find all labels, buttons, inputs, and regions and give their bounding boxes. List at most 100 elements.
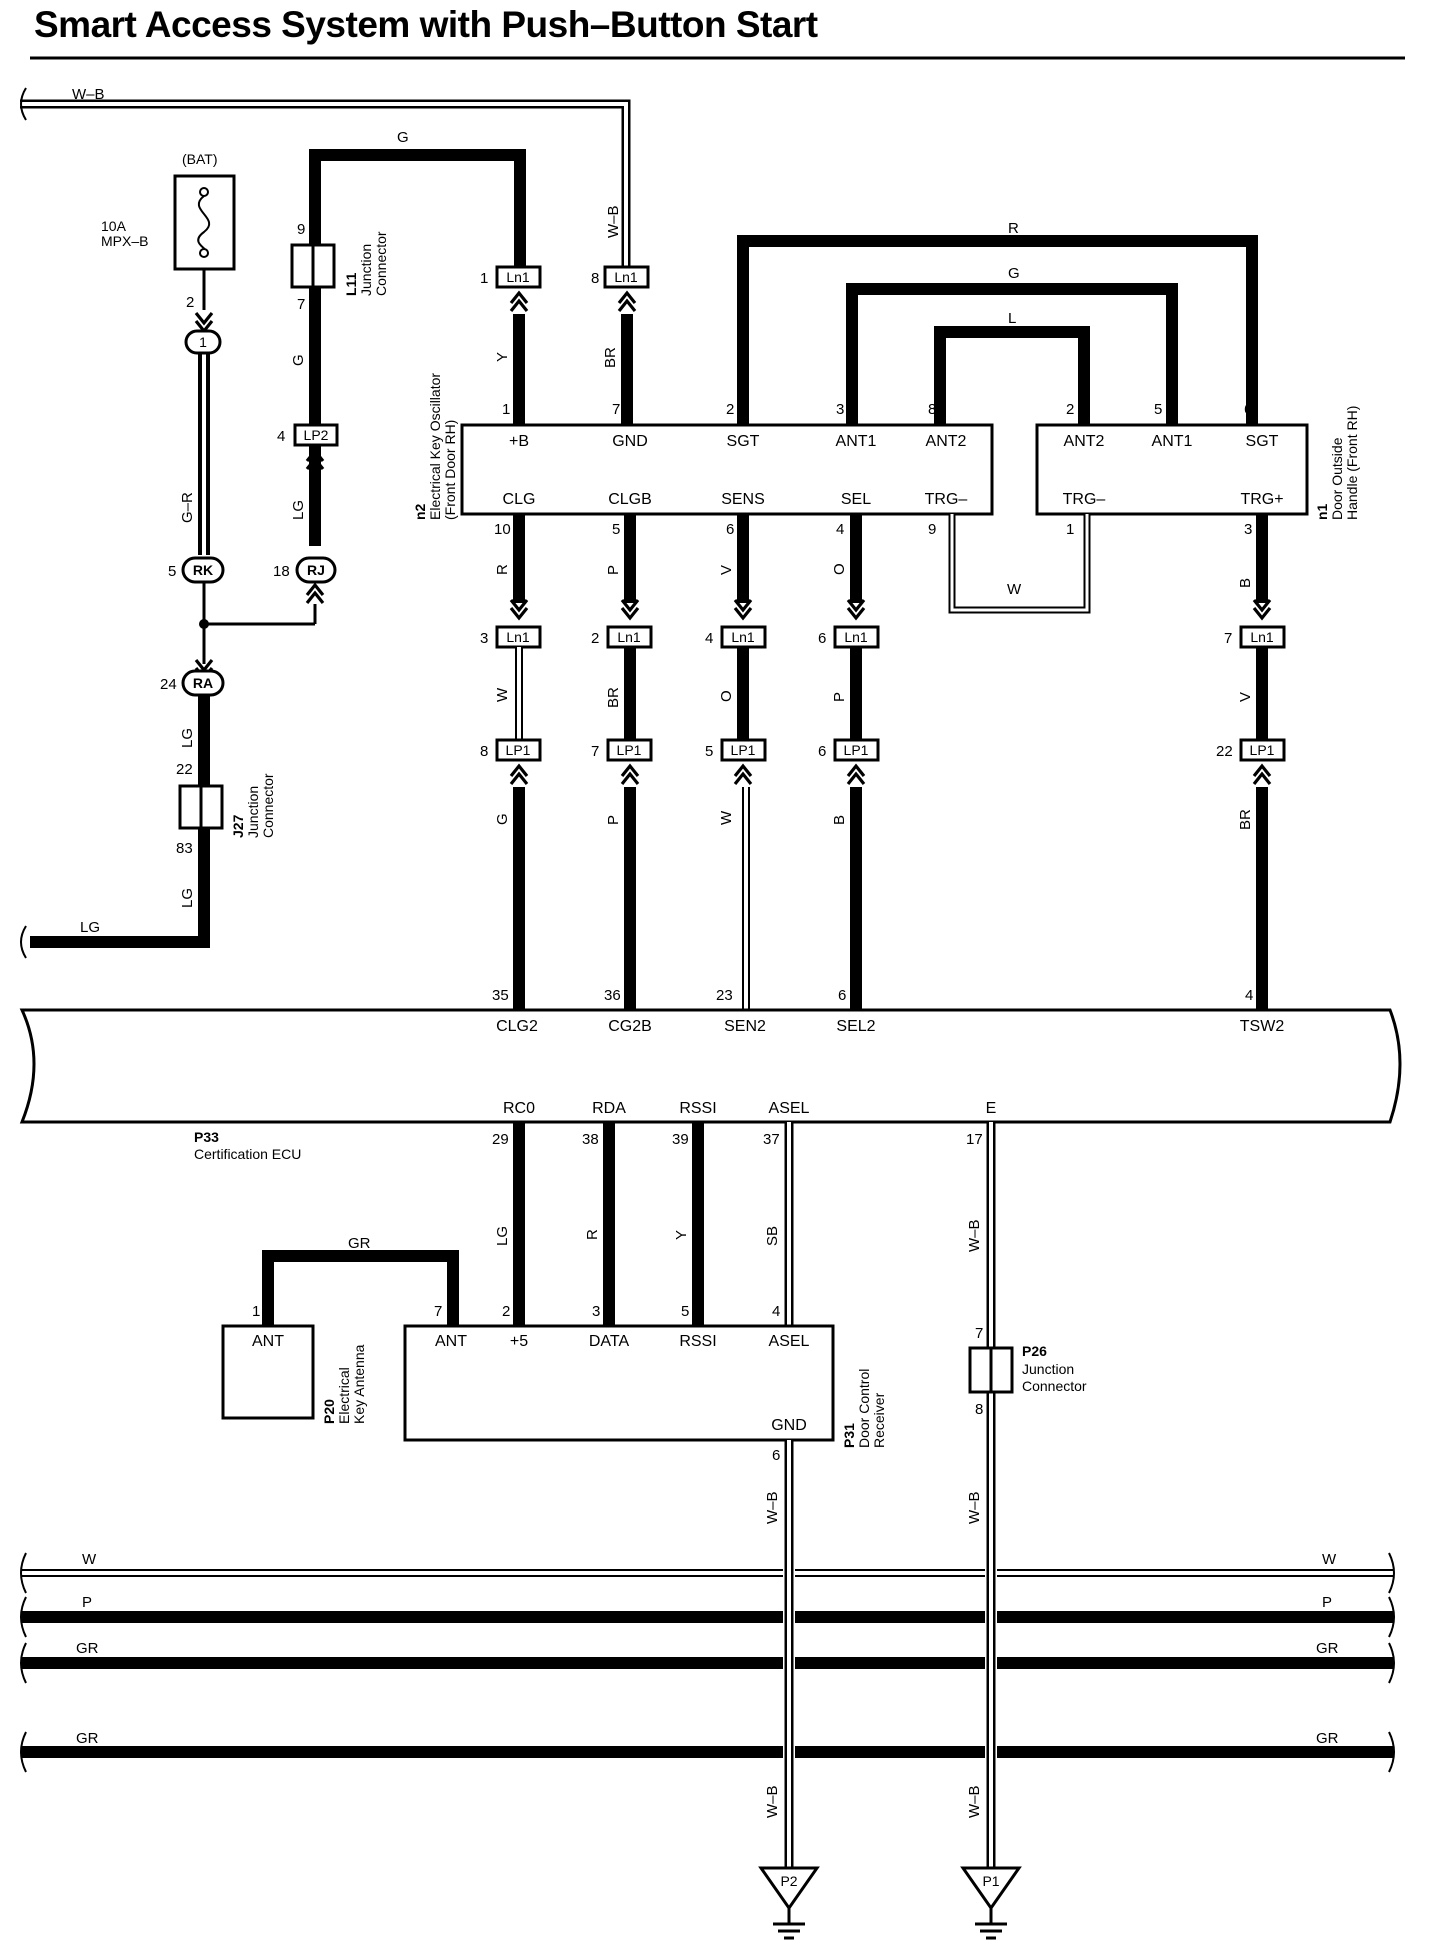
p20-label-2: Key Antenna (351, 1344, 367, 1424)
label-wb-p2: W–B (764, 1785, 781, 1818)
wire-g-ant1 (846, 283, 1178, 425)
svg-text:SEL2: SEL2 (836, 1018, 875, 1035)
label-br-b: BR (605, 687, 622, 708)
svg-text:Ln1: Ln1 (506, 269, 530, 285)
n1-pin-numbers: 2 5 6 1 3 (1066, 401, 1252, 538)
svg-text:RDA: RDA (592, 1100, 626, 1117)
wire-crossings (783, 1560, 997, 1770)
svg-text:35: 35 (492, 987, 509, 1004)
junction-connector-j27 (178, 784, 224, 830)
svg-text:5: 5 (681, 1303, 689, 1320)
svg-text:10: 10 (494, 521, 511, 538)
ground-point-p2: P2 (758, 1866, 820, 1940)
svg-text:LP1: LP1 (1250, 742, 1275, 758)
p20-terminal: ANT (252, 1333, 284, 1350)
svg-text:17: 17 (966, 1131, 983, 1148)
wire-w-trg-loop (948, 514, 1091, 614)
pin-ln1-1: 1 (480, 270, 488, 287)
pin-bat-2: 2 (186, 294, 194, 311)
j27-code: J27 (230, 814, 246, 838)
svg-text:LP1: LP1 (506, 742, 531, 758)
connector-chevron (509, 764, 529, 786)
svg-text:2: 2 (502, 1303, 510, 1320)
wire-wb-top (20, 87, 631, 266)
svg-text:7: 7 (1224, 630, 1232, 647)
svg-text:P1: P1 (982, 1873, 999, 1889)
p26-label-2: Connector (1022, 1378, 1087, 1394)
p31-terminals: ANT +5 DATA RSSI ASEL GND (435, 1333, 810, 1434)
ground-point-p1: P1 (960, 1866, 1022, 1940)
connector-chevron (620, 764, 640, 786)
label-bus-p-right: P (1322, 1594, 1332, 1611)
label-wb-v: W–B (605, 205, 622, 238)
connector-rk: RK (181, 556, 225, 584)
svg-text:P2: P2 (780, 1873, 797, 1889)
connector-rj: RJ (295, 556, 337, 584)
wire-l-ant2 (934, 326, 1090, 425)
svg-text:8: 8 (480, 743, 488, 760)
label-o-sel: O (831, 563, 848, 575)
label-g-l11: G (290, 354, 307, 366)
svg-text:Ln1: Ln1 (614, 269, 638, 285)
svg-text:ASEL: ASEL (769, 1100, 810, 1117)
svg-text:6: 6 (818, 630, 826, 647)
svg-text:Ln1: Ln1 (617, 629, 641, 645)
label-gr: G–R (179, 492, 196, 523)
ecu-code: P33 (194, 1129, 219, 1145)
n1-code: n1 (1314, 503, 1330, 520)
label-r-top: R (1008, 220, 1019, 237)
svg-text:CLG2: CLG2 (496, 1018, 538, 1035)
pin-p26-8: 8 (975, 1401, 983, 1418)
svg-text:3: 3 (836, 401, 844, 418)
svg-text:4: 4 (772, 1303, 780, 1320)
svg-text:7: 7 (612, 401, 620, 418)
p20-code: P20 (321, 1399, 337, 1424)
connector-lp2: LP2 (293, 423, 339, 447)
svg-text:38: 38 (582, 1131, 599, 1148)
j27-label-2: Connector (260, 773, 276, 838)
connector-chevron (846, 764, 866, 786)
svg-text:TSW2: TSW2 (1240, 1018, 1285, 1035)
svg-text:Ln1: Ln1 (1250, 629, 1274, 645)
label-bus-gr2-right: GR (1316, 1730, 1339, 1747)
svg-text:DATA: DATA (589, 1333, 630, 1350)
label-wb-p1: W–B (966, 1785, 983, 1818)
label-wb-e: W–B (966, 1219, 983, 1252)
connector-1: 1 (184, 329, 222, 355)
label-lg-a: LG (179, 728, 196, 748)
svg-text:RSSI: RSSI (679, 1100, 716, 1117)
svg-text:6: 6 (726, 521, 734, 538)
ecu-top-terminals: CLG2 CG2B SEN2 SEL2 TSW2 (496, 1018, 1284, 1035)
label-lg-rc0: LG (494, 1226, 511, 1246)
label-p-b: P (605, 815, 622, 825)
label-gr-ant: GR (348, 1235, 371, 1252)
svg-text:4: 4 (705, 630, 713, 647)
connector-ra: RA (181, 669, 225, 697)
svg-text:LP1: LP1 (731, 742, 756, 758)
n2-code: n2 (412, 503, 428, 520)
label-wb-p26: W–B (966, 1491, 983, 1524)
connector-ln1-8: Ln1 (603, 265, 650, 289)
ln1-row-pins: 3 2 4 6 7 (480, 630, 1232, 647)
svg-text:E: E (986, 1100, 997, 1117)
pin-lp2-4: 4 (277, 428, 285, 445)
svg-text:Ln1: Ln1 (844, 629, 868, 645)
junction-connector-p26 (968, 1346, 1014, 1394)
label-w-c: W (718, 810, 735, 825)
svg-text:CLG: CLG (503, 491, 536, 508)
connector-ln1-row: Ln1 Ln1 Ln1 Ln1 Ln1 (495, 625, 1286, 649)
svg-text:TRG–: TRG– (1063, 491, 1106, 508)
component-n1-door-handle (1035, 423, 1309, 516)
svg-text:4: 4 (1245, 987, 1253, 1004)
svg-text:ANT2: ANT2 (1064, 433, 1105, 450)
label-bus-gr2-left: GR (76, 1730, 99, 1747)
svg-text:3: 3 (1244, 521, 1252, 538)
label-lg-lp2: LG (290, 500, 307, 520)
label-r-clg: R (494, 564, 511, 575)
l11-code: L11 (343, 272, 359, 296)
svg-text:6: 6 (1244, 401, 1252, 418)
connector-chevron (733, 764, 753, 786)
svg-text:6: 6 (772, 1447, 780, 1464)
label-w-a: W (494, 687, 511, 702)
svg-text:+5: +5 (510, 1333, 528, 1350)
